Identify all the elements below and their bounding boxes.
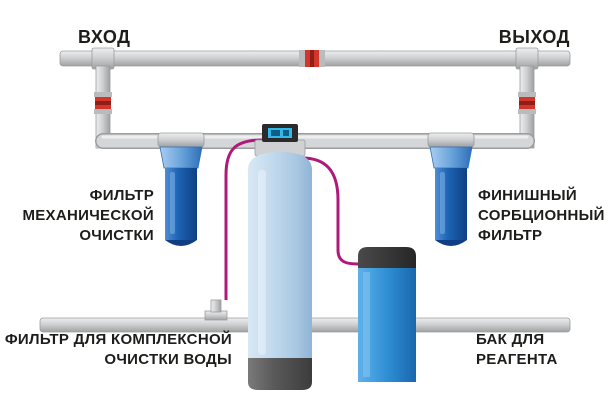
reagent-tank: [358, 247, 416, 382]
finishing-filter-label: ФИНИШНЫЙ СОРБЦИОННЫЙ ФИЛЬТР: [478, 186, 605, 246]
complex-filter-label: ФИЛЬТР ДЛЯ КОМПЛЕКСНОЙ ОЧИСТКИ ВОДЫ: [5, 330, 232, 370]
inlet-label: ВХОД: [78, 27, 131, 47]
outlet-label: ВЫХОД: [498, 27, 570, 47]
finishing-filter: [427, 132, 475, 246]
finishing-filter-label-line: ФИНИШНЫЙ: [478, 187, 577, 204]
mechanical-filter-label-line: МЕХАНИЧЕСКОЙ: [22, 207, 154, 224]
brine-hose: [301, 156, 359, 266]
mechanical-filter: [157, 132, 205, 246]
complex-filter-tank: [248, 124, 312, 390]
reagent-tank-label-line: РЕАГЕНТА: [476, 351, 558, 368]
reagent-tank-label-line: БАК ДЛЯ: [476, 331, 545, 348]
mechanical-filter-label-line: ФИЛЬТР: [89, 187, 154, 204]
complex-filter-label-line: ФИЛЬТР ДЛЯ КОМПЛЕКСНОЙ: [4, 331, 232, 348]
mechanical-filter-label: ФИЛЬТР МЕХАНИЧЕСКОЙ ОЧИСТКИ: [22, 186, 154, 246]
finishing-filter-label-line: СОРБЦИОННЫЙ: [478, 207, 605, 224]
drain-hose: [224, 138, 263, 300]
complex-filter-label-line: ОЧИСТКИ ВОДЫ: [104, 351, 232, 368]
mechanical-filter-label-line: ОЧИСТКИ: [79, 227, 154, 244]
reagent-tank-label: БАК ДЛЯ РЕАГЕНТА: [476, 330, 558, 370]
finishing-filter-label-line: ФИЛЬТР: [478, 227, 543, 244]
